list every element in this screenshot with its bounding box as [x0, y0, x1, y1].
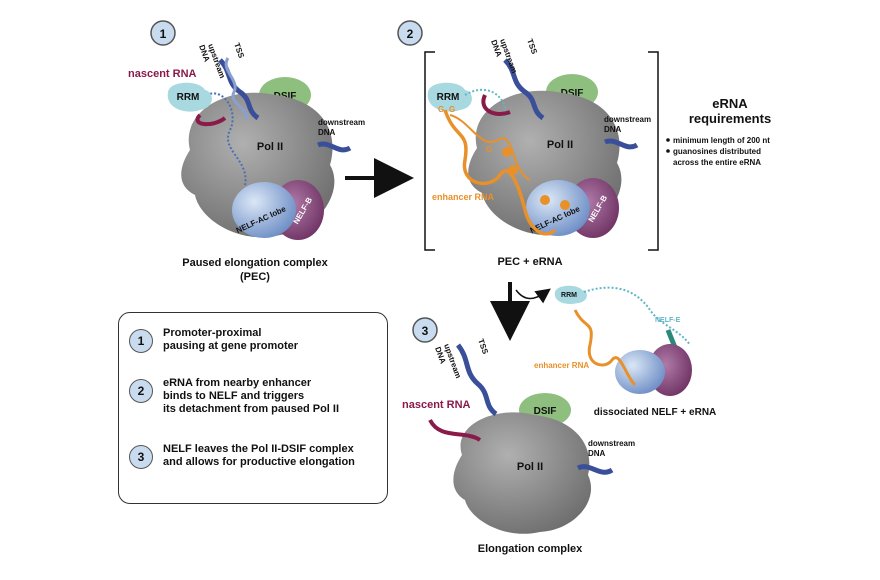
legend-text-2: eRNA from nearby enhancer binds to NELF … — [163, 377, 339, 416]
tss-label-1: TSS — [232, 42, 246, 60]
dsif-label: DSIF — [274, 91, 297, 102]
enhancer-rna-strand-3 — [573, 309, 637, 387]
nascent-rna-label-3: nascent RNA — [402, 399, 471, 411]
dissociated-nelf-erna: RRM NELF-E enhancer RNA dissociated NELF… — [534, 285, 717, 418]
right-bracket — [648, 51, 659, 251]
caption-pec-line2: (PEC) — [240, 271, 270, 283]
upstream-dna-label-2a: upstream — [498, 38, 519, 75]
pol-ii-shape-3 — [453, 412, 592, 534]
erna-req-title-2: requirements — [689, 111, 771, 126]
downstream-dna-3 — [576, 464, 614, 475]
nelf-ac-shape-2 — [526, 180, 590, 236]
rrm-label: RRM — [177, 92, 200, 103]
enhancer-rna-label-2: enhancer RNA — [432, 192, 495, 202]
legend-badge-3: 3 — [129, 445, 153, 469]
tss-label-3: TSS — [476, 338, 490, 356]
downstream-dna-label-2b: DNA — [604, 125, 622, 134]
pol-ii-label-2: Pol II — [547, 139, 573, 151]
upstream-dna-1-strand — [224, 57, 248, 121]
downstream-dna-label-3b: DNA — [588, 449, 606, 458]
dsif-label-3: DSIF — [534, 406, 557, 417]
pol-ii-label: Pol II — [257, 141, 283, 153]
downstream-dna-label-1b: DNA — [318, 128, 336, 137]
nelf-ac-shape — [232, 182, 296, 238]
step-badge-2: 2 — [407, 27, 414, 41]
rrm-label-3: RRM — [561, 292, 577, 299]
downstream-dna-label-1a: downstream — [318, 118, 365, 127]
nascent-rna-strand-3 — [428, 418, 482, 442]
panel-1-paused-complex: 1 DSIF Pol II NELF-B NELF-AC lobe RRM na… — [128, 20, 365, 283]
legend-text-3-line-1: NELF leaves the Pol II-DSIF complex — [163, 443, 354, 455]
step-badge-1: 1 — [160, 27, 167, 41]
upstream-dna-2 — [503, 58, 545, 121]
legend-text-1-line-1: Promoter-proximal — [163, 327, 262, 339]
nelf-tether — [199, 92, 247, 186]
nascent-rna-strand-2 — [481, 94, 511, 116]
legend-item-3: 3 NELF leaves the Pol II-DSIF complex an… — [129, 443, 355, 469]
rrm-shape-3 — [554, 285, 587, 304]
erna-req-item-2: guanosines distributed — [673, 147, 761, 156]
erna-req-item-1: minimum length of 200 nt — [673, 136, 770, 145]
erna-req-title-1: eRNA — [712, 96, 748, 111]
arrow-to-dissociated — [515, 288, 551, 304]
enhancer-rna-label-3: enhancer RNA — [534, 361, 589, 370]
legend-text-1-line-2: pausing at gene promoter — [163, 340, 299, 352]
guanosine-2: G — [449, 105, 455, 114]
legend-text-1: Promoter-proximal pausing at gene promot… — [163, 327, 298, 353]
downstream-dna-label-2a: downstream — [604, 115, 651, 124]
rrm-label-2: RRM — [437, 92, 460, 103]
caption-dissociated: dissociated NELF + eRNA — [594, 407, 717, 418]
rrm-shape-2 — [427, 82, 472, 112]
erna-req-item-3: across the entire eRNA — [673, 158, 761, 167]
legend-box: 1 Promoter-proximal pausing at gene prom… — [118, 312, 388, 504]
pol-ii-label-3: Pol II — [517, 461, 543, 473]
nascent-rna-label-1: nascent RNA — [128, 68, 197, 80]
nelf-e-label: NELF-E — [655, 317, 681, 324]
legend-text-2-line-1: eRNA from nearby enhancer — [163, 377, 312, 389]
legend-text-3: NELF leaves the Pol II-DSIF complex and … — [163, 443, 355, 469]
guanosine-3: G — [486, 145, 492, 154]
caption-pec-erna: PEC + eRNA — [497, 256, 562, 268]
enhancer-rna-strand-2b — [449, 114, 531, 181]
legend-text-2-line-2: binds to NELF and triggers — [163, 390, 305, 402]
upstream-dna-3 — [455, 343, 498, 417]
guanosine-1: G — [438, 105, 444, 114]
downstream-dna-2 — [604, 138, 639, 150]
legend-text-2-line-3: its detachment from paused Pol II — [163, 403, 340, 415]
rrm-shape — [167, 82, 212, 112]
enhancer-rna-strand-2 — [443, 109, 557, 236]
legend-badge-1: 1 — [129, 329, 153, 353]
tss-label-2: TSS — [525, 38, 539, 56]
caption-pec-line1: Paused elongation complex — [182, 257, 328, 269]
dsif-label-2: DSIF — [561, 88, 584, 99]
downstream-dna-1 — [317, 141, 352, 153]
nelf-ac-shape-3 — [615, 350, 665, 394]
left-bracket — [424, 51, 435, 251]
legend-badge-2: 2 — [129, 379, 153, 403]
legend-item-2: 2 eRNA from nearby enhancer binds to NEL… — [129, 377, 339, 416]
panel-2-pec-erna: 2 DSIF Pol II NELF-B NELF-AC lobe RRM G … — [397, 20, 659, 268]
legend-text-3-line-2: and allows for productive elongation — [163, 456, 355, 468]
step-badge-3: 3 — [422, 324, 429, 338]
caption-elongation: Elongation complex — [478, 543, 583, 555]
legend-item-1: 1 Promoter-proximal pausing at gene prom… — [129, 327, 298, 353]
nascent-rna-strand-1 — [195, 113, 227, 127]
downstream-dna-label-3a: downstream — [588, 439, 635, 448]
panel-3-elongation-complex: 3 DSIF Pol II nascent RNA upstream DNA T… — [402, 317, 635, 555]
erna-requirements: eRNA requirements minimum length of 200 … — [666, 96, 771, 167]
